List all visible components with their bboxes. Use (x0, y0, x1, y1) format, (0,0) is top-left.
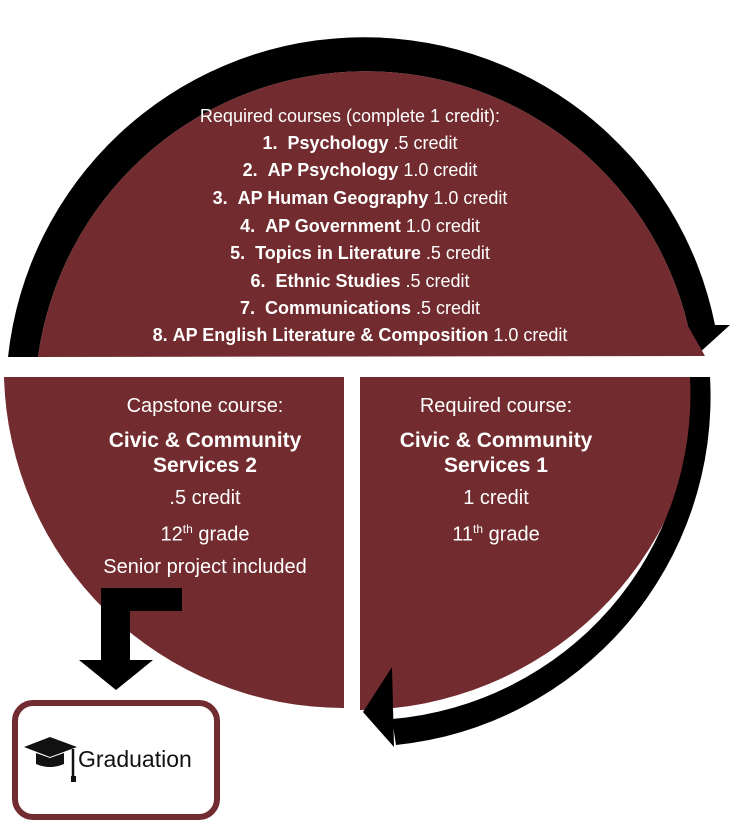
right-credit: 1 credit (463, 487, 529, 509)
course-item: 5. Topics in Literature .5 credit (230, 243, 490, 263)
bottom-right-sector (360, 377, 702, 710)
right-arrow-head (363, 667, 394, 747)
right-grade: 11th grade (452, 522, 540, 546)
right-curved-arrow-band (392, 377, 711, 745)
course-item: 4. AP Government 1.0 credit (240, 216, 480, 236)
graduation-cap-icon (24, 737, 77, 782)
course-item: 1. Psychology .5 credit (262, 133, 458, 153)
course-item: 2. AP Psychology 1.0 credit (242, 160, 478, 180)
bottom-left-sector (4, 377, 344, 708)
down-l-arrow (79, 588, 182, 690)
right-heading: Required course: (419, 395, 573, 417)
left-credit: .5 credit (169, 487, 241, 509)
right-course-title: Civic & Community Services 1 (399, 429, 593, 477)
left-course-title: Civic & Community Services 2 (108, 429, 302, 477)
course-item: 7. Communications .5 credit (239, 298, 481, 318)
top-sector (38, 71, 705, 357)
course-item: 8. AP English Literature & Composition 1… (152, 325, 568, 345)
top-heading: Required courses (complete 1 credit): (199, 106, 501, 126)
graduation-label: Graduation (78, 746, 192, 772)
course-item: 3. AP Human Geography 1.0 credit (212, 188, 508, 208)
left-grade: 12th grade (160, 522, 250, 546)
top-curved-arrow-band (8, 37, 715, 357)
left-heading: Capstone course: (126, 395, 284, 417)
left-note: Senior project included (103, 556, 307, 578)
graduation-box (12, 700, 220, 820)
course-item: 6. Ethnic Studies .5 credit (250, 271, 470, 291)
